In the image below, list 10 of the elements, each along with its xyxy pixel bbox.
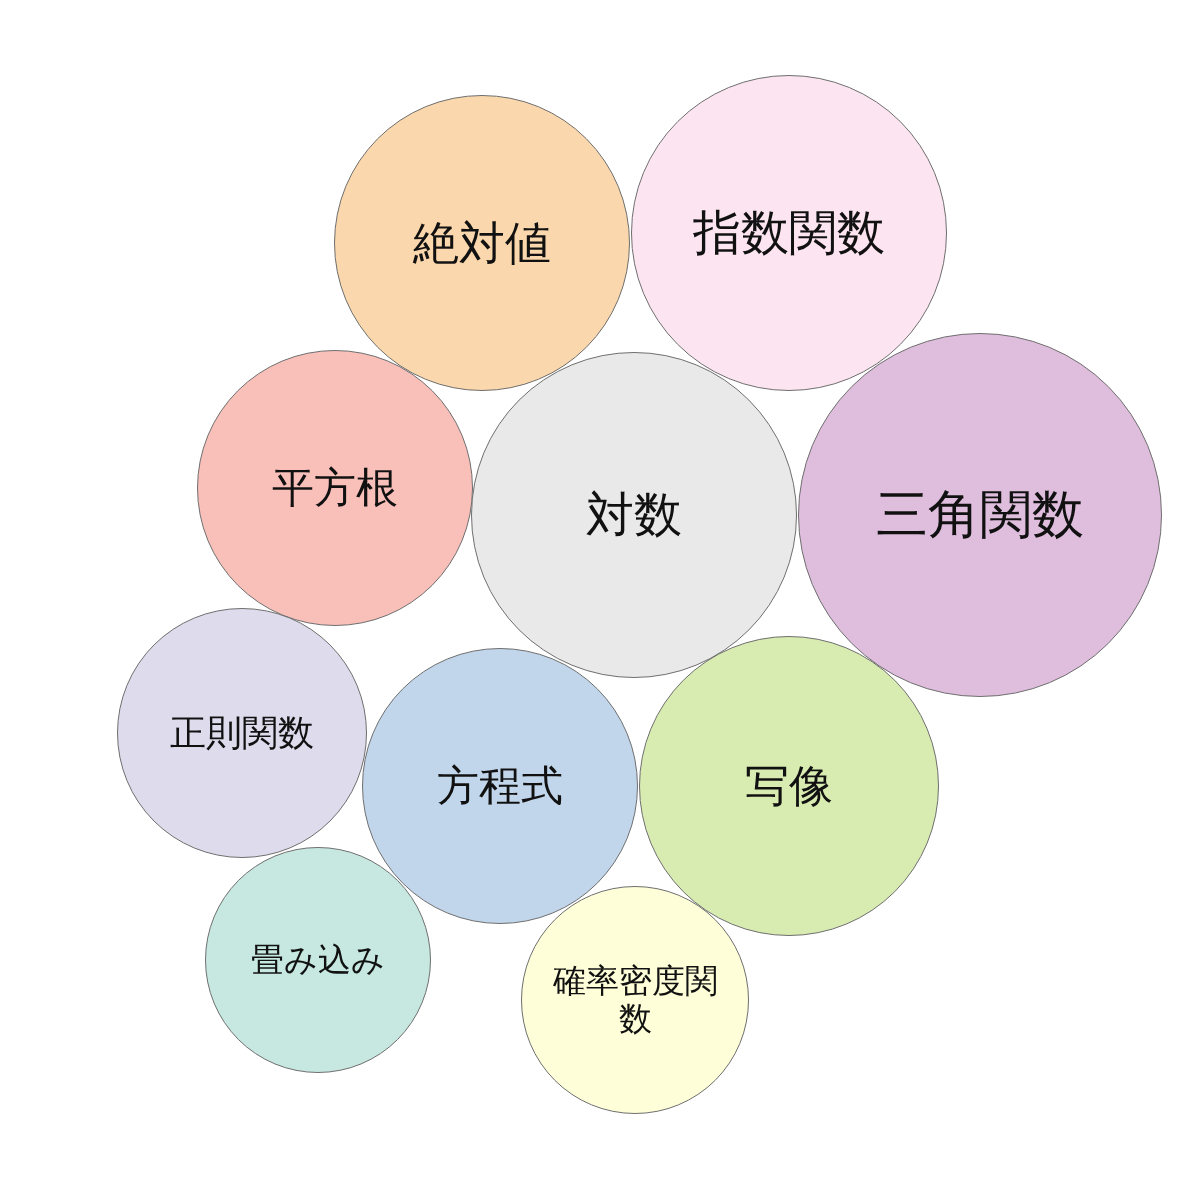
topic-label: 三角関数	[876, 485, 1084, 545]
topic-label: 確率密度関数	[551, 962, 719, 1038]
topic-label: 平方根	[272, 463, 398, 513]
topic-label: 正則関数	[170, 712, 314, 754]
topic-label: 指数関数	[693, 205, 885, 261]
topic-label: 畳み込み	[251, 941, 385, 979]
topic-label: 写像	[745, 760, 833, 812]
topic-label: 方程式	[437, 761, 563, 811]
topic-label: 絶対値	[413, 216, 551, 270]
topic-label: 対数	[586, 487, 682, 543]
